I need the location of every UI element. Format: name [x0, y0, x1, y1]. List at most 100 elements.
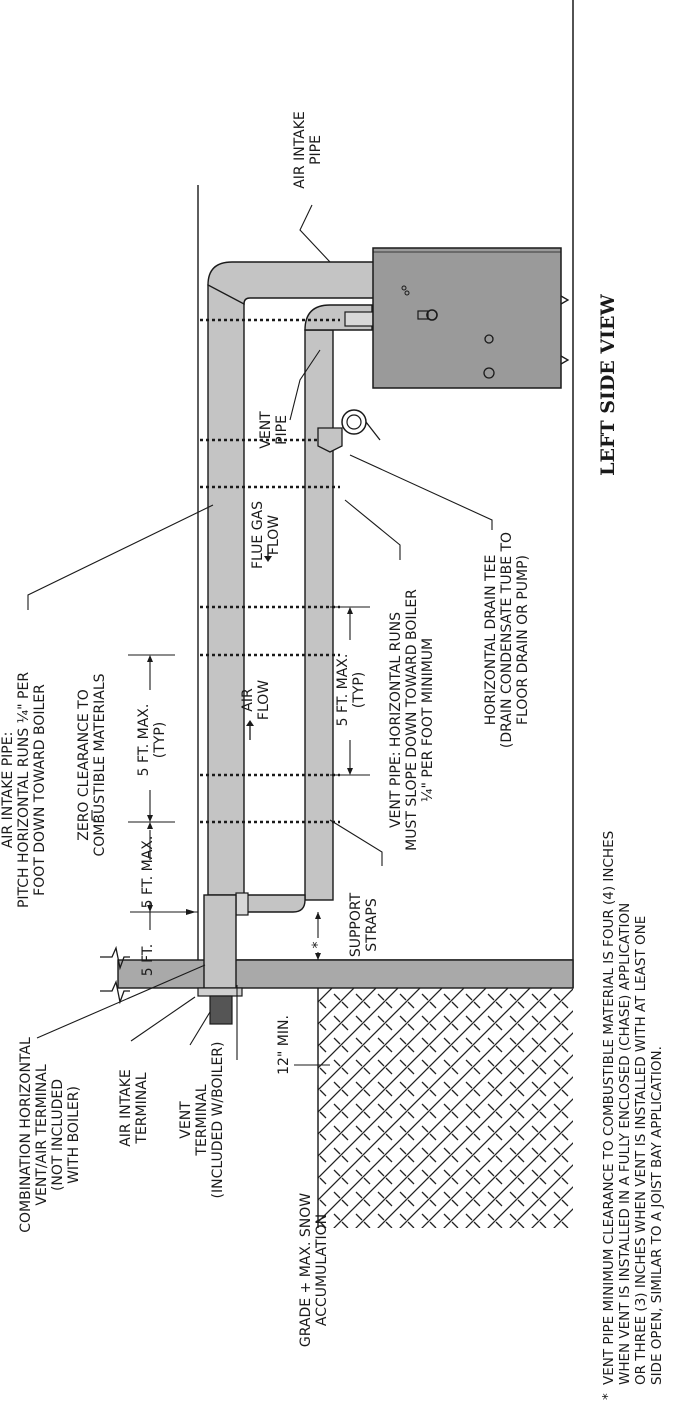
vent-coupling [235, 892, 249, 916]
leader-vent-terminal [189, 1011, 211, 1046]
label-air-intake-terminal-line: AIR INTAKE [118, 1069, 134, 1147]
label-horizontal-drain-tee: HORIZONTAL DRAIN TEE(DRAIN CONDENSATE TU… [483, 532, 531, 748]
label-vent-pipe-slope-line: ¼" PER FOOT MINIMUM [420, 638, 436, 802]
label-combination-terminal-line: VENT/AIR TERMINAL [34, 1064, 50, 1205]
label-combination-terminal-line: COMBINATION HORIZONTAL [18, 1037, 34, 1233]
boiler-valve [484, 334, 494, 344]
leader-vent-slope [344, 499, 401, 560]
label-air-intake-pitch-line: FOOT DOWN TOWARD BOILER [32, 684, 48, 896]
view-title: LEFT SIDE VIEW [597, 293, 619, 475]
vent-terminal-cap [209, 995, 233, 1025]
leaders [27, 204, 493, 1046]
label-grade-snow-line: ACCUMULATION [314, 1214, 330, 1326]
label-5ft-max-typ-upper-line: 5 FT. MAX. [136, 704, 152, 777]
label-zero-clearance: ZERO CLEARANCE TOCOMBUSTIBLE MATERIALS [76, 673, 108, 856]
label-grade-snow: GRADE + MAX. SNOWACCUMULATION [298, 1193, 330, 1347]
leader-vent-pipe [289, 349, 321, 421]
label-12-min: 12" MIN. [276, 1015, 292, 1075]
label-vent-terminal-line: VENT [178, 1101, 194, 1139]
label-vent-terminal: VENTTERMINAL(INCLUDED W/BOILER) [178, 1042, 226, 1199]
wall [117, 959, 574, 989]
footnote-line: VENT PIPE MINIMUM CLEARANCE TO COMBUSTIB… [601, 831, 617, 1385]
condensate-tube [365, 421, 381, 441]
air-flow-arrowhead [246, 720, 254, 726]
label-5ft-max-typ-upper-line: (TYP) [152, 722, 168, 758]
soil-hatch [318, 988, 573, 1228]
label-flue-gas-flow-line: FLUE GAS [250, 501, 266, 569]
label-vent-pipe-slope-line: MUST SLOPE DOWN TOWARD BOILER [404, 589, 420, 851]
air-intake-elbow [207, 261, 376, 306]
boiler-drain [483, 367, 495, 379]
label-zero-clearance-line: COMBUSTIBLE MATERIALS [92, 673, 108, 856]
label-combination-terminal-line: WITH BOILER) [66, 1086, 82, 1184]
leader-combo-terminal [36, 964, 206, 1039]
label-air-intake-terminal: AIR INTAKETERMINAL [118, 1069, 150, 1147]
air-intake-pipe [207, 284, 245, 896]
footnote-line: WHEN VENT IS INSTALLED IN A FULLY ENCLOS… [617, 903, 633, 1385]
label-vent-terminal-line: (INCLUDED W/BOILER) [210, 1042, 226, 1199]
vent-connector [344, 311, 374, 327]
leader-air-terminal [130, 996, 196, 1042]
boiler-knob [401, 285, 407, 291]
leader-air-intake [299, 204, 331, 263]
vent-lower-elbow [243, 894, 306, 913]
label-air-intake-pitch-line: AIR INTAKE PIPE: [0, 732, 16, 849]
label-asterisk: * [310, 942, 326, 949]
dim-arrowheads [147, 607, 353, 960]
boiler [372, 247, 562, 389]
footnote: * VENT PIPE MINIMUM CLEARANCE TO COMBUSTI… [600, 831, 665, 1400]
label-support-straps-line: SUPPORT [348, 892, 364, 957]
label-air-flow: AIRFLOW [240, 680, 272, 720]
boiler-foot [560, 355, 570, 365]
label-flue-gas-flow-line: FLOW [266, 515, 282, 555]
label-5ft-max: 5 FT. MAX. [140, 836, 156, 909]
footnote-marker: * [600, 1393, 616, 1400]
label-air-intake-pitch-line: PITCH HORIZONTAL RUNS ¼" PER [16, 672, 32, 908]
combination-terminal-body [203, 894, 237, 989]
label-vent-terminal-line: TERMINAL [194, 1084, 210, 1156]
label-5ft-max-typ-upper: 5 FT. MAX.(TYP) [136, 704, 168, 777]
label-air-intake-pipe-line: PIPE [308, 135, 324, 165]
label-vent-pipe-line: VENT [258, 411, 274, 449]
boiler-fitting [426, 309, 438, 321]
footnote-line: SIDE OPEN, SIMILAR TO A JOIST BAY APPLIC… [649, 1046, 665, 1385]
label-air-intake-pipe: AIR INTAKEPIPE [292, 111, 324, 189]
label-support-straps: SUPPORTSTRAPS [348, 892, 380, 957]
condensate-coil-inner [346, 414, 362, 430]
label-flue-gas-flow: FLUE GASFLOW [250, 501, 282, 569]
label-vent-pipe: VENTPIPE [258, 411, 290, 449]
label-5ft: 5 FT. [140, 944, 156, 977]
label-zero-clearance-line: ZERO CLEARANCE TO [76, 689, 92, 840]
boiler-port [417, 310, 429, 320]
label-horizontal-drain-tee-line: (DRAIN CONDENSATE TUBE TO [499, 532, 515, 748]
support-straps [200, 318, 340, 824]
label-combination-terminal: COMBINATION HORIZONTALVENT/AIR TERMINAL(… [18, 1037, 82, 1233]
boiler-foot [560, 295, 570, 305]
label-air-intake-pipe-line: AIR INTAKE [292, 111, 308, 189]
label-grade-snow-line: GRADE + MAX. SNOW [298, 1193, 314, 1347]
boiler-knob [404, 290, 410, 296]
label-air-intake-pitch: AIR INTAKE PIPE:PITCH HORIZONTAL RUNS ¼"… [0, 672, 48, 908]
label-combination-terminal-line: (NOT INCLUDED [50, 1079, 66, 1191]
vent-pipe [304, 329, 334, 901]
leader-air-pitch [27, 504, 214, 610]
leader-support [329, 819, 383, 866]
label-vent-pipe-line: PIPE [274, 415, 290, 445]
terminal-flange [197, 987, 243, 997]
footnote-line: OR THREE (3) INCHES WHEN VENT IS INSTALL… [633, 916, 649, 1385]
label-air-flow-line: AIR [240, 688, 256, 712]
label-horizontal-drain-tee-line: HORIZONTAL DRAIN TEE [483, 555, 499, 726]
label-vent-pipe-slope-line: VENT PIPE: HORIZONTAL RUNS [388, 612, 404, 828]
label-5ft-max-typ-lower-line: 5 FT. MAX. [335, 654, 351, 727]
label-horizontal-drain-tee-line: FLOOR DRAIN OR PUMP) [515, 555, 531, 725]
wall-break-bottom [100, 979, 130, 1005]
condensate-coil [341, 409, 367, 435]
leader-zero-clear [91, 810, 96, 821]
label-5ft-max-typ-lower-line: (TYP) [351, 672, 367, 708]
drain-tee [317, 427, 343, 453]
label-air-flow-line: FLOW [256, 680, 272, 720]
label-support-straps-line: STRAPS [364, 898, 380, 952]
flue-flow-arrowhead [264, 556, 272, 562]
